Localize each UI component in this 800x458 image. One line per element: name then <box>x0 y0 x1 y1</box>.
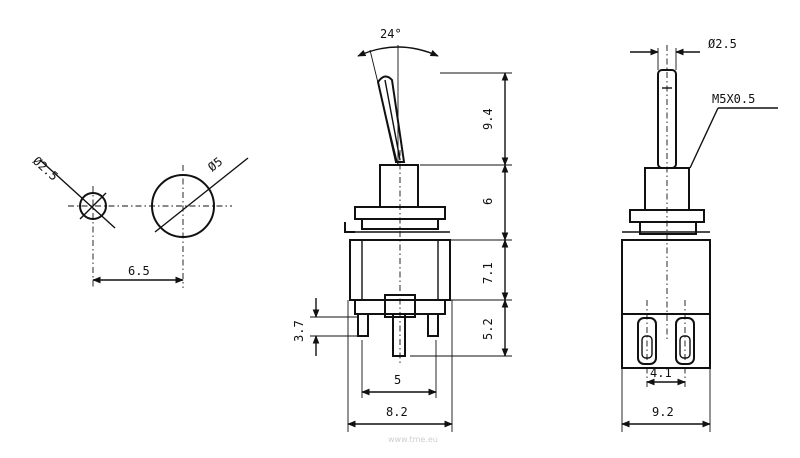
front-view: Ø2.5 M5X0.5 4.1 9.2 <box>621 37 778 432</box>
front-pitch-label: 4.1 <box>650 366 672 380</box>
terminal-center <box>392 313 406 357</box>
panel-cutout-view: 6.5 Ø2.5 Ø5 <box>30 154 249 288</box>
bushing-height-label: 6 <box>481 198 495 205</box>
front-body <box>621 239 711 315</box>
lever-height-label: 9.4 <box>481 108 495 130</box>
terminal-right <box>427 313 439 337</box>
side-view: 24° 9.4 6 7.1 5.2 <box>292 27 512 432</box>
front-width-label: 9.2 <box>652 405 674 419</box>
body-height-label: 7.1 <box>481 262 495 284</box>
terminal-pitch-label: 5 <box>394 373 401 387</box>
front-lever-diameter-label: Ø2.5 <box>708 37 737 51</box>
bushing <box>379 164 419 208</box>
small-hole-label: Ø2.5 <box>30 154 61 184</box>
hole-spacing-label: 6.5 <box>128 264 150 278</box>
terminal-left <box>357 313 369 337</box>
terminal-height-label: 5.2 <box>481 318 495 340</box>
large-hole-label: Ø5 <box>205 154 225 174</box>
lever <box>376 75 406 163</box>
body-width-label: 8.2 <box>386 405 408 419</box>
thread-label: M5X0.5 <box>712 92 755 106</box>
terminal-offset-label: 3.7 <box>292 320 306 342</box>
watermark: www.tme.eu <box>388 435 438 444</box>
angle-label: 24° <box>380 27 402 41</box>
